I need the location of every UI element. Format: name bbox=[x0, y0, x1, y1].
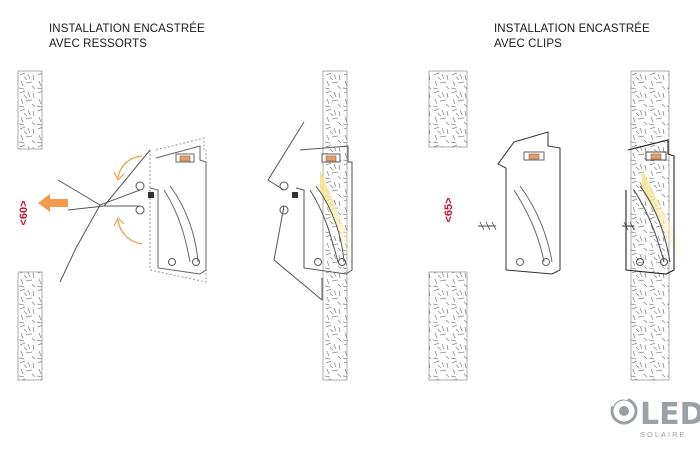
profile-springs-installed bbox=[267, 121, 360, 301]
wall-mid-right-bottom bbox=[428, 271, 468, 381]
profile-clips-installed bbox=[622, 139, 690, 275]
led-solaire-logo: LED SOLAIRE bbox=[610, 396, 700, 439]
title-springs-line2: AVEC RESSORTS bbox=[49, 38, 148, 50]
rotation-arrow-bottom bbox=[113, 217, 143, 245]
logo-sub-text: SOLAIRE bbox=[640, 430, 687, 439]
profile-springs-before bbox=[57, 137, 207, 283]
wall-left-top bbox=[17, 70, 43, 150]
wall-left-bottom bbox=[17, 271, 43, 381]
dimension-65: <65> bbox=[443, 197, 455, 222]
push-arrow-icon bbox=[38, 194, 68, 212]
dimension-60-label: <60> bbox=[18, 200, 30, 225]
dimension-60: <60> bbox=[18, 200, 30, 225]
logo-main-text: LED bbox=[640, 397, 700, 432]
rotation-arrow-top bbox=[113, 155, 143, 181]
title-clips-line2: AVEC CLIPS bbox=[494, 38, 562, 50]
title-clips: INSTALLATION ENCASTRÉE AVEC CLIPS bbox=[494, 22, 650, 52]
wall-mid-right-top bbox=[428, 70, 468, 148]
title-springs: INSTALLATION ENCASTRÉE AVEC RESSORTS bbox=[49, 22, 205, 52]
title-springs-line1: INSTALLATION ENCASTRÉE bbox=[49, 23, 205, 35]
dimension-65-label: <65> bbox=[443, 197, 455, 222]
profile-clips-before bbox=[478, 131, 561, 275]
title-clips-line1: INSTALLATION ENCASTRÉE bbox=[494, 23, 650, 35]
